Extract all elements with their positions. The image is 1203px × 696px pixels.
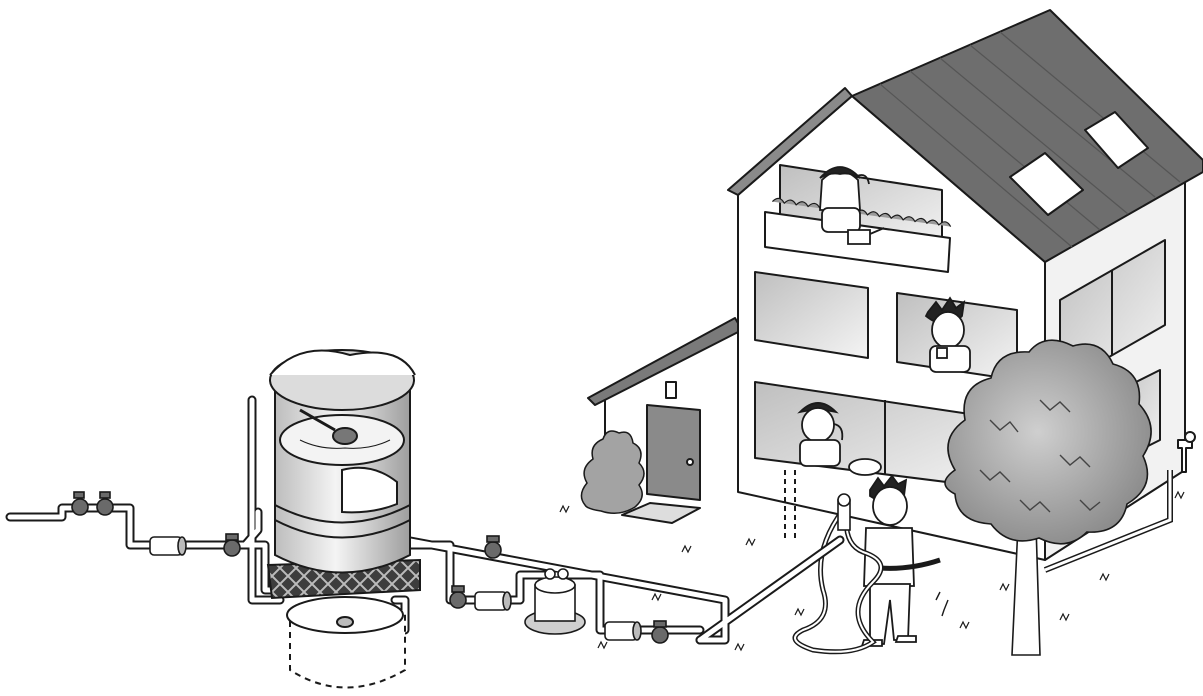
door-lamp	[666, 382, 676, 398]
dishes-icon	[849, 459, 881, 475]
valve-icon	[450, 586, 466, 608]
pipe-network	[10, 400, 840, 640]
filter-icon	[150, 537, 186, 555]
water-tank	[268, 350, 420, 688]
filter-icon	[475, 592, 511, 610]
valve-icon	[485, 536, 501, 558]
standpipe-faucet	[838, 494, 850, 530]
tree	[945, 340, 1151, 655]
shrub	[581, 431, 644, 513]
valve-icon	[224, 534, 240, 556]
valve-icon	[652, 621, 668, 643]
front-door	[647, 405, 700, 500]
filter-icon	[605, 622, 641, 640]
cup-icon	[937, 348, 947, 358]
water-spray	[936, 592, 948, 616]
person-middle-window	[926, 298, 970, 372]
